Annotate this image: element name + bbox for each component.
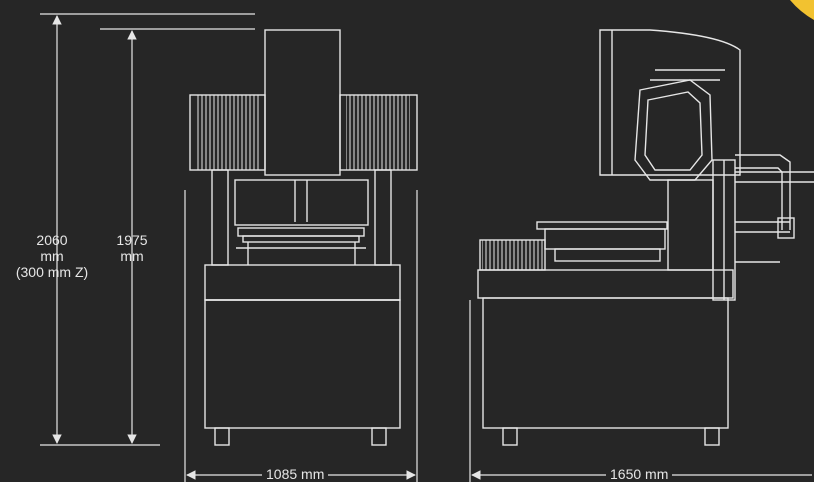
- base-height-unit: mm: [120, 248, 144, 264]
- side-view: [477, 29, 814, 446]
- corner-accent: [790, 0, 814, 20]
- front-view: [189, 29, 418, 446]
- overall-height-unit: mm: [40, 248, 64, 264]
- overall-height-value: 2060: [36, 232, 68, 248]
- width-label: 1085 mm: [262, 466, 329, 482]
- overall-height-note: (300 mm Z): [15, 264, 89, 280]
- overall-height-label: 2060 mm (300 mm Z): [2, 232, 102, 280]
- base-height-label: 1975 mm: [102, 232, 162, 264]
- dimension-lines: [40, 13, 812, 482]
- base-height-value: 1975: [116, 232, 148, 248]
- depth-label: 1650 mm: [606, 466, 673, 482]
